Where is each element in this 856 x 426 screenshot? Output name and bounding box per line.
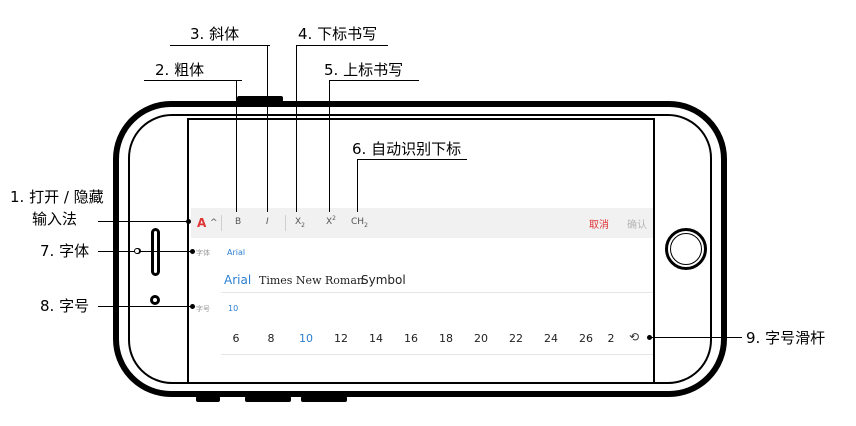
sensor-dot (150, 295, 160, 305)
size-option[interactable]: 24 (544, 332, 558, 345)
font-callout-marker (134, 248, 140, 254)
annotation-size-slider: 9. 字号滑杆 (746, 329, 826, 347)
speaker-slot (151, 228, 160, 276)
size-slider[interactable]: 6 8 10 12 14 16 18 20 22 24 26 2 (225, 330, 625, 348)
cancel-button[interactable]: 取消 (589, 220, 609, 231)
italic-callout-horizontal (170, 45, 270, 46)
toggle-callout-dot (186, 219, 191, 224)
bold-button[interactable]: B (235, 217, 242, 227)
font-option-arial[interactable]: Arial (224, 273, 252, 287)
size-option[interactable]: 22 (509, 332, 523, 345)
subscript-button[interactable]: X2 (295, 217, 305, 229)
font-option-times[interactable]: Times New Roman (259, 274, 364, 287)
font-row-divider (221, 292, 653, 293)
toggle-keyboard-button[interactable]: A (197, 216, 207, 230)
size-option[interactable]: 2 (607, 332, 615, 345)
font-callout-line (98, 251, 195, 252)
chevron-up-icon[interactable]: ^ (210, 218, 218, 228)
toolbar-divider (221, 215, 222, 231)
annotation-font: 7. 字体 (40, 242, 90, 260)
auto-subscript-callout-vertical (357, 159, 358, 212)
size-option[interactable]: 8 (267, 332, 275, 345)
font-option-symbol[interactable]: Symbol (361, 273, 406, 287)
auto-subscript-label: CH (351, 217, 365, 227)
auto-subscript-button[interactable]: CH2 (351, 217, 368, 229)
size-row-divider (221, 354, 653, 355)
home-button[interactable] (665, 228, 707, 270)
slider-callout-dot (647, 335, 652, 340)
return-arrow-icon[interactable]: ⟲ (629, 330, 640, 344)
bold-callout-horizontal (144, 80, 242, 81)
format-toolbar: A ^ B I X2 X2 CH2 取消 确认 (191, 208, 653, 238)
power-button-bottom-left (196, 396, 220, 402)
superscript-callout-vertical (329, 80, 330, 212)
superscript-label: X (326, 217, 333, 227)
font-callout-dot (190, 249, 195, 254)
subscript-index: 2 (301, 221, 305, 229)
toolbar-divider (285, 215, 286, 231)
volume-button-top (237, 96, 283, 102)
annotation-toggle-keyboard-line2: 输入法 (32, 210, 78, 228)
size-option[interactable]: 18 (439, 332, 453, 345)
volume-button-bottom-2 (301, 396, 347, 402)
annotation-superscript: 5. 上标书写 (324, 61, 404, 79)
annotation-auto-subscript: 6. 自动识别下标 (352, 140, 462, 158)
superscript-callout-horizontal (329, 80, 419, 81)
auto-subscript-index: 2 (364, 221, 368, 229)
subscript-callout-vertical (296, 45, 297, 212)
size-option[interactable]: 6 (232, 332, 240, 345)
home-button-ring (670, 233, 702, 265)
size-option[interactable]: 26 (579, 332, 593, 345)
size-callout-line (98, 306, 195, 307)
size-label: 字号 (196, 305, 210, 313)
superscript-index: 2 (332, 215, 336, 222)
volume-button-bottom-1 (245, 396, 291, 402)
size-option[interactable]: 12 (334, 332, 348, 345)
size-option[interactable]: 20 (474, 332, 488, 345)
superscript-button[interactable]: X2 (326, 215, 336, 227)
font-label: 字体 (196, 249, 210, 257)
italic-callout-vertical (267, 45, 268, 212)
size-callout-dot (190, 304, 195, 309)
size-selected-value: 10 (228, 304, 239, 313)
subscript-callout-horizontal (296, 45, 388, 46)
confirm-button[interactable]: 确认 (627, 220, 647, 231)
size-option[interactable]: 14 (369, 332, 383, 345)
annotation-italic: 3. 斜体 (190, 25, 240, 43)
auto-subscript-callout-horizontal (357, 159, 467, 160)
size-option[interactable]: 16 (404, 332, 418, 345)
font-selected-value: Arial (227, 248, 246, 257)
toggle-callout-line (98, 221, 188, 222)
annotation-font-size: 8. 字号 (40, 297, 90, 315)
annotation-bold: 2. 粗体 (155, 61, 205, 79)
italic-button[interactable]: I (266, 217, 269, 227)
size-option-selected[interactable]: 10 (299, 332, 313, 345)
annotation-subscript: 4. 下标书写 (298, 25, 378, 43)
subscript-label: X (295, 217, 302, 227)
slider-callout-line (650, 337, 742, 338)
annotation-toggle-keyboard-line1: 1. 打开 / 隐藏 (10, 188, 104, 206)
bold-callout-vertical (236, 80, 237, 212)
